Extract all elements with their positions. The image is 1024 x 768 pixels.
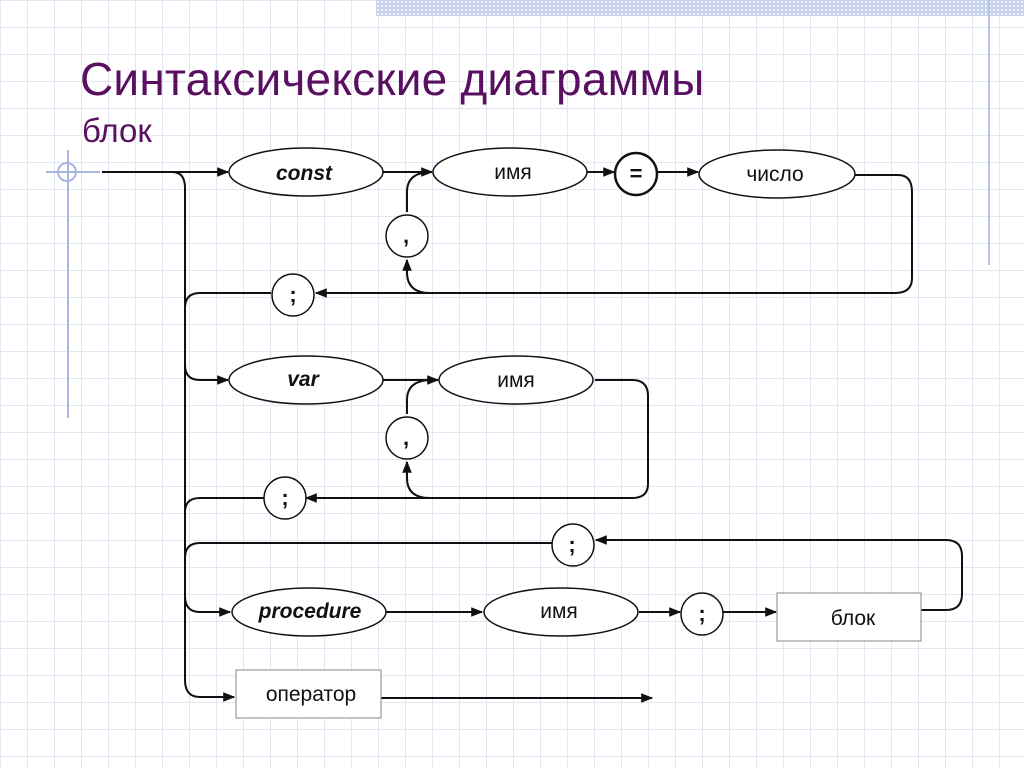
diagram-lines xyxy=(102,167,963,703)
operator-node: оператор xyxy=(235,669,382,719)
procedure-label: procedure xyxy=(258,600,362,623)
var-comma-return-line xyxy=(406,379,433,414)
main-trunk-line xyxy=(171,171,236,702)
var-comma-branch-line xyxy=(402,460,431,499)
semicolon-label: ; xyxy=(281,485,288,510)
name-label: имя xyxy=(497,369,535,392)
comma-node: , xyxy=(385,214,429,258)
comma-label: , xyxy=(403,425,409,450)
const-comma-return-line xyxy=(406,171,433,212)
const-comma-branch-line xyxy=(402,258,431,294)
name-label: имя xyxy=(540,600,578,623)
block-loop-back-line xyxy=(594,535,963,611)
procedure-repeat-line xyxy=(184,542,552,617)
semicolon-node: ; xyxy=(263,476,307,520)
const-exit-line xyxy=(184,292,271,385)
comma-node: , xyxy=(385,416,429,460)
var-node: var xyxy=(228,355,384,405)
number-node: число xyxy=(698,149,856,199)
operator-label: оператор xyxy=(266,683,356,706)
name-label: имя xyxy=(494,161,532,184)
var-label: var xyxy=(287,368,320,391)
const-node: const xyxy=(228,147,384,197)
const-loop-back-line xyxy=(314,174,913,298)
var-exit-line xyxy=(184,497,264,513)
equals-label: = xyxy=(630,161,643,186)
name-node: имя xyxy=(432,147,588,197)
semicolon-label: ; xyxy=(568,532,575,557)
number-label: число xyxy=(746,163,803,186)
page-title: Синтаксичекские диаграммы xyxy=(80,53,705,105)
crosshair-decoration xyxy=(46,162,100,182)
semicolon-label: ; xyxy=(289,282,296,307)
procedure-node: procedure xyxy=(231,587,387,637)
semicolon-node: ; xyxy=(680,592,724,636)
top-decoration-bar xyxy=(376,0,1024,16)
block-label: блок xyxy=(831,607,876,630)
block-node: блок xyxy=(776,592,922,642)
semicolon-node: ; xyxy=(551,523,595,567)
decorative-vertical-line xyxy=(988,0,990,265)
decorative-vertical-line xyxy=(67,150,69,418)
name-node: имя xyxy=(483,587,639,637)
var-loop-back-line xyxy=(304,379,649,503)
name-node: имя xyxy=(438,355,594,405)
semicolon-label: ; xyxy=(698,601,705,626)
const-label: const xyxy=(276,162,333,185)
semicolon-node: ; xyxy=(271,273,315,317)
page-subtitle: блок xyxy=(82,112,152,149)
comma-label: , xyxy=(403,223,409,248)
equals-node: = xyxy=(613,151,659,197)
